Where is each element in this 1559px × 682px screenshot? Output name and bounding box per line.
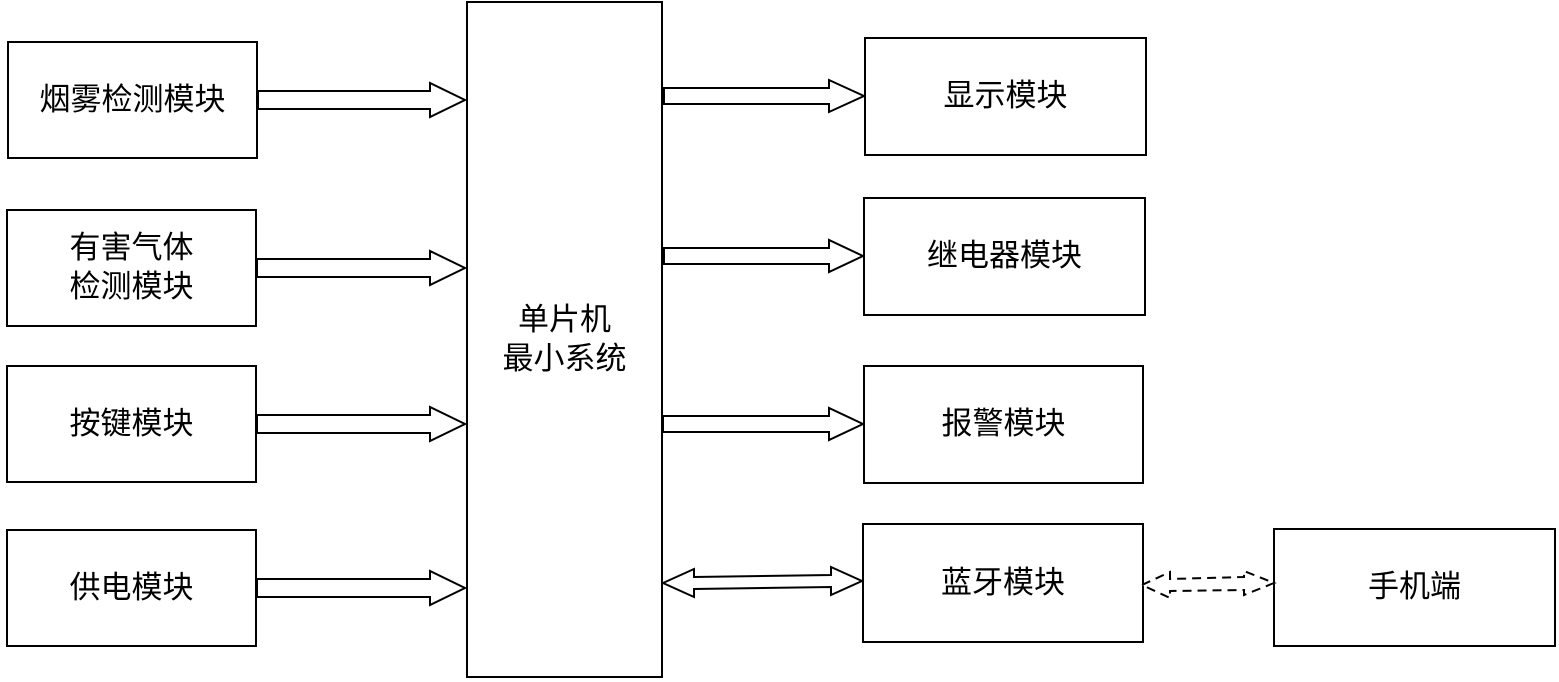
arrow-mcu-to-alarm [662,406,866,442]
alarm-module: 报警模块 [863,365,1144,484]
phone-label: 手机端 [1368,569,1461,606]
arrow-smoke-to-mcu [257,81,468,119]
relay-module: 继电器模块 [863,197,1146,316]
arrow-key-to-mcu [256,405,468,443]
power-supply-label: 供电模块 [69,569,194,606]
power-supply-module: 供电模块 [6,529,257,647]
key-module: 按键模块 [6,365,257,483]
smoke-detection-label: 烟雾检测模块 [39,81,226,118]
mcu-label-line2: 最小系统 [502,340,627,377]
arrow-gas-to-mcu [256,249,468,287]
smoke-detection-module: 烟雾检测模块 [7,41,258,159]
phone-terminal: 手机端 [1273,528,1556,647]
bluetooth-module: 蓝牙模块 [862,523,1144,643]
harmful-gas-detection-module: 有害气体 检测模块 [6,209,257,327]
arrow-mcu-to-relay [663,238,866,274]
mcu-minimum-system: 单片机 最小系统 [466,1,663,678]
mcu-label-line1: 单片机 [518,302,611,338]
arrow-power-to-mcu [256,569,468,607]
display-module-label: 显示模块 [943,78,1068,115]
alarm-module-label: 报警模块 [941,406,1066,443]
key-module-label: 按键模块 [69,405,194,442]
arrow-mcu-bluetooth-bidirectional [660,565,865,599]
harmful-gas-label-line2: 检测模块 [69,269,194,305]
arrow-mcu-to-display [663,78,867,114]
arrow-bluetooth-phone-wireless [1139,569,1277,600]
relay-module-label: 继电器模块 [927,238,1082,275]
harmful-gas-label-line1: 有害气体 [69,230,194,267]
bluetooth-module-label: 蓝牙模块 [941,564,1065,601]
